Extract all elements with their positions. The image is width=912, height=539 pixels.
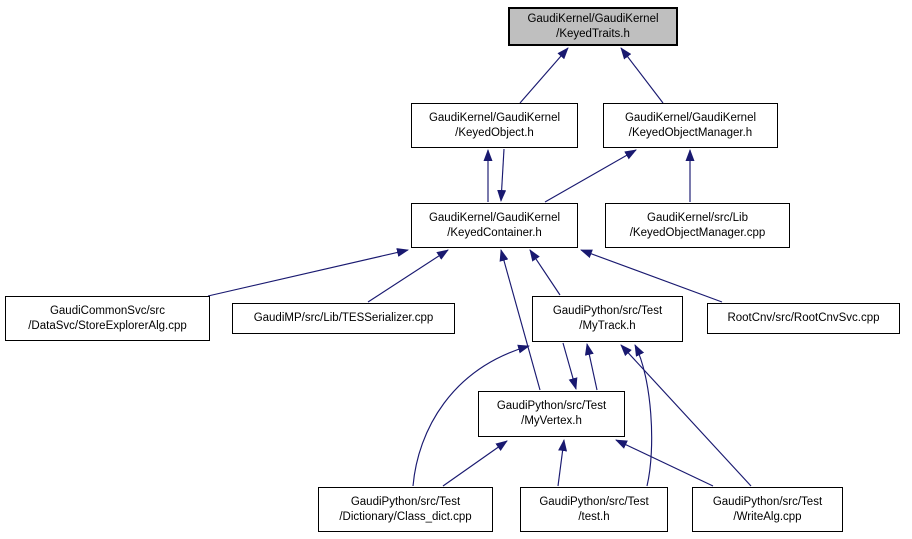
node-label-line: GaudiCommonSvc/src <box>49 304 166 317</box>
graph-node-keyed-object-h[interactable]: GaudiKernel/GaudiKernel/KeyedObject.h <box>411 103 578 148</box>
node-label-line: GaudiPython/src/Test <box>496 400 607 412</box>
node-label-line: GaudiKernel/src/Lib <box>647 211 748 224</box>
graph-node-keyed-traits-h: GaudiKernel/GaudiKernel/KeyedTraits.h <box>508 7 678 46</box>
node-label-line: GaudiMP/src/Lib/TESSerializer.cpp <box>253 312 434 324</box>
node-label-line: /MyVertex.h <box>521 415 582 427</box>
node-label-line: /Dictionary/Class_dict.cpp <box>339 510 472 523</box>
node-label-line: /test.h <box>578 510 610 523</box>
edge-store-explorer-alg-cpp-to-keyed-container-h <box>207 248 409 297</box>
graph-node-write-alg-cpp[interactable]: GaudiPython/src/Test/WriteAlg.cpp <box>692 487 843 532</box>
edge-keyed-container-h-to-keyed-object-manager-h <box>544 149 637 203</box>
edge-write-alg-cpp-to-my-track-h <box>620 344 752 487</box>
edge-keyed-object-manager-h-to-keyed-traits-h <box>620 47 664 104</box>
graph-node-store-explorer-alg-cpp[interactable]: GaudiCommonSvc/src/DataSvc/StoreExplorer… <box>5 296 210 341</box>
node-label-line: /MyTrack.h <box>579 320 636 332</box>
node-label-line: /DataSvc/StoreExplorerAlg.cpp <box>28 319 187 332</box>
node-label-line: /KeyedObjectManager.cpp <box>629 226 766 239</box>
edge-keyed-object-h-to-keyed-traits-h <box>519 47 569 104</box>
node-label-line: GaudiPython/src/Test <box>712 495 823 508</box>
edge-write-alg-cpp-to-my-vertex-h <box>615 439 714 487</box>
edge-root-cnv-svc-cpp-to-keyed-container-h <box>580 249 723 303</box>
graph-node-my-vertex-h[interactable]: GaudiPython/src/Test/MyVertex.h <box>478 391 625 437</box>
edge-class-dict-cpp-to-my-vertex-h <box>442 440 508 487</box>
node-label-line: /WriteAlg.cpp <box>733 510 802 523</box>
node-label-line: GaudiPython/src/Test <box>539 495 649 508</box>
node-label-line: GaudiKernel/GaudiKernel <box>428 111 561 124</box>
node-label-line: GaudiKernel/GaudiKernel <box>428 211 561 224</box>
graph-node-tes-serializer-cpp[interactable]: GaudiMP/src/Lib/TESSerializer.cpp <box>232 303 455 334</box>
node-label-line: GaudiPython/src/Test <box>350 495 461 508</box>
node-label-line: /KeyedObject.h <box>455 126 534 139</box>
edge-keyed-object-h-to-keyed-container-h <box>497 148 507 202</box>
graph-node-my-track-h[interactable]: GaudiPython/src/Test/MyTrack.h <box>532 296 683 342</box>
node-label-line: /KeyedObjectManager.h <box>628 126 753 139</box>
node-label-line: GaudiKernel/GaudiKernel <box>527 12 659 25</box>
node-label-line: GaudiKernel/GaudiKernel <box>624 111 757 124</box>
graph-node-keyed-object-manager-cpp[interactable]: GaudiKernel/src/Lib/KeyedObjectManager.c… <box>605 203 790 248</box>
node-label-line: RootCnv/src/RootCnvSvc.cpp <box>727 312 880 324</box>
edge-my-track-h-to-keyed-container-h <box>529 249 561 296</box>
graph-node-keyed-object-manager-h[interactable]: GaudiKernel/GaudiKernel/KeyedObjectManag… <box>603 103 778 148</box>
node-label-line: /KeyedContainer.h <box>447 226 542 239</box>
graph-node-test-h[interactable]: GaudiPython/src/Test/test.h <box>520 487 668 532</box>
edge-test-h-to-my-vertex-h <box>557 439 568 487</box>
edge-my-vertex-h-to-my-track-h <box>584 343 598 391</box>
graph-node-root-cnv-svc-cpp[interactable]: RootCnv/src/RootCnvSvc.cpp <box>707 303 900 334</box>
node-label-line: GaudiPython/src/Test <box>552 305 663 317</box>
edge-test-h-to-my-track-h <box>634 344 653 487</box>
edge-my-track-h-to-my-vertex-h <box>562 342 578 390</box>
graph-node-class-dict-cpp[interactable]: GaudiPython/src/Test/Dictionary/Class_di… <box>318 487 493 532</box>
graph-node-keyed-container-h[interactable]: GaudiKernel/GaudiKernel/KeyedContainer.h <box>411 203 578 248</box>
node-label-line: /KeyedTraits.h <box>556 27 630 40</box>
edge-tes-serializer-cpp-to-keyed-container-h <box>367 249 449 303</box>
